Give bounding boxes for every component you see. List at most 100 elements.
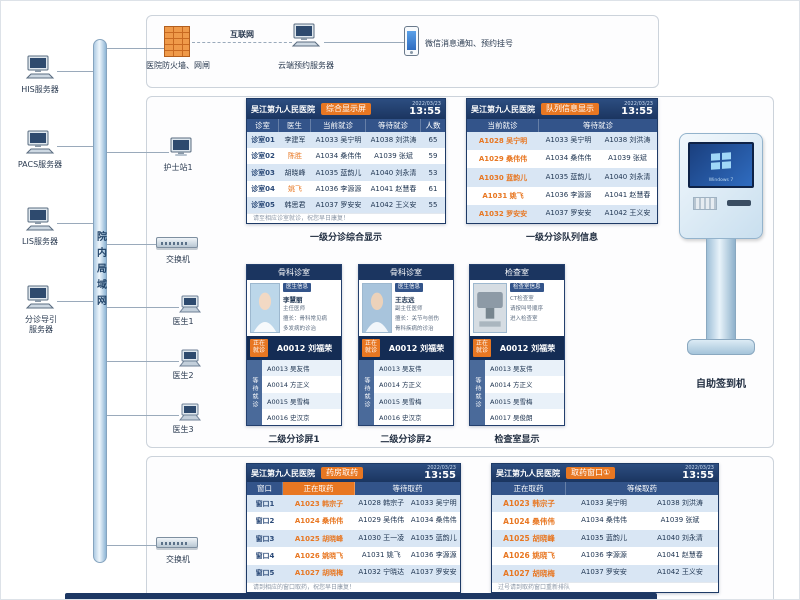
time-text: 13:55: [682, 469, 714, 481]
lan-bus: [93, 39, 107, 563]
pacs-server-icon: [25, 130, 55, 160]
waiting-1: A1028 韩宗子: [358, 498, 405, 507]
kiosk-screen-text: Windows 7: [708, 178, 734, 183]
display-pharmacy: 吴江第九人民医院 药房取药 2022/03/23 13:55 窗口 正在取药 等…: [246, 463, 461, 593]
cell-doctor: 陈胜: [288, 152, 302, 161]
cell-waiting: A1035 蓝韵儿 A1040 刘永清: [539, 172, 657, 184]
wechat-label: 微信消息通知、预约挂号: [425, 39, 513, 48]
waiting-1: A1035 蓝韵儿: [545, 172, 592, 181]
his-server-label: HIS服务器: [21, 85, 59, 94]
cell-current: A1035 蓝韵儿: [315, 168, 362, 177]
firewall-label: 医院防火墙、网闸: [146, 61, 210, 70]
waiting-2: A1038 刘洪涛: [604, 136, 651, 145]
doctor-name: 李慧丽: [283, 295, 303, 304]
equipment-photo: [473, 283, 507, 333]
cell-current: A1024 桑伟伟: [294, 517, 344, 526]
display-badge: 药房取药: [321, 467, 363, 479]
cell-room: 诊室03: [251, 168, 275, 177]
waiting-1: A1031 姚飞: [361, 550, 401, 559]
cell-current: A1030 蓝韵儿: [478, 173, 528, 182]
cell-doctor: 李建军: [284, 136, 306, 145]
caption-queue: 一级分诊队列信息: [525, 233, 598, 243]
connector-line: [107, 545, 159, 546]
waiting-2: A1040 刘永清: [604, 172, 651, 181]
caption-exam-screen: 检查室显示: [494, 435, 540, 445]
col-dispensing: 正在取药: [283, 482, 355, 495]
time-text: 13:55: [424, 469, 456, 481]
lis-server-label: LIS服务器: [22, 237, 58, 246]
column-headers: 正在取药 等候取药: [492, 482, 718, 495]
table-row: 诊室01 李建军 A1033 吴宁明 A1038 刘洪涛 65: [247, 132, 445, 149]
hospital-name: 吴江第九人民医院: [251, 104, 315, 114]
room-header: 骨科诊室: [247, 265, 341, 280]
cell-count: 59: [428, 152, 438, 161]
cloud-server-label: 云端预约服务器: [278, 61, 334, 70]
cell-current: A1028 吴宁明: [478, 137, 528, 146]
connector-line: [57, 146, 93, 147]
waiting-2: A1042 王义安: [657, 568, 703, 577]
column-headers: 当前就诊 等待就诊: [467, 119, 657, 132]
connector-line: [57, 223, 93, 224]
kiosk-screen: Windows 7: [688, 142, 754, 188]
cloud-server-icon: [291, 23, 321, 53]
cell-waiting: A1040 刘永清: [370, 168, 417, 177]
info-heading: 检查室信息: [510, 283, 544, 292]
doctor1-label: 医生1: [172, 317, 194, 326]
waiting-item: A0013 吴友伟: [262, 360, 341, 377]
info-line: 擅长：骨科常见病: [283, 315, 328, 322]
col-waiting: 等待就诊: [366, 119, 421, 132]
datetime: 2022/03/23 13:55: [621, 101, 653, 117]
doctor3-laptop-icon: [177, 403, 203, 427]
doctor1-laptop-icon: [177, 295, 203, 319]
table-body: 诊室01 李建军 A1033 吴宁明 A1038 刘洪涛 65 诊室02 陈胜 …: [247, 132, 445, 213]
column-headers: 窗口 正在取药 等待取药: [247, 482, 460, 495]
cell-current: A1025 胡晓峰: [503, 534, 555, 544]
windows-logo-icon: [711, 152, 731, 170]
date-text: 2022/03/23: [412, 100, 441, 107]
doctor-photo: [362, 283, 392, 333]
cell-current: A1023 韩宗子: [294, 499, 344, 508]
nurse-station-icon: [169, 137, 193, 163]
exam-info: 检查室信息 CT检查室 请按叫号顺序 进入检查室: [470, 280, 564, 336]
connector-line: [107, 244, 159, 245]
cell-current: A1032 罗安安: [478, 209, 528, 218]
connector-line: [107, 307, 179, 308]
connector-line: [57, 301, 93, 302]
waiting-item: A0015 吴雪梅: [262, 392, 341, 409]
col-waiting: 等待就诊: [583, 121, 613, 130]
waiting-2: A1037 罗安安: [410, 568, 457, 577]
connector-line: [107, 415, 179, 416]
info-line: 擅长：关节与创伤: [395, 315, 440, 322]
footer-marquee: 请到相应的窗口取药，祝您早日康复！: [247, 582, 460, 592]
waiting-1: A1032 宁晓达: [358, 568, 405, 577]
firewall-icon: [164, 26, 190, 57]
room-header: 检查室: [470, 265, 564, 280]
info-heading: 医生信息: [283, 283, 312, 292]
col-room: 诊室: [247, 119, 279, 132]
cell-count: 61: [428, 184, 438, 193]
lan-bus-label: 院内局域网: [94, 231, 106, 311]
nurse-station-label: 护士站1: [163, 163, 193, 172]
waiting-2: A1040 刘永清: [657, 533, 703, 542]
table-row: 诊室03 胡晓峰 A1035 蓝韵儿 A1040 刘永清 53: [247, 164, 445, 181]
waiting-item: A0016 史汉京: [267, 413, 310, 422]
cell-waiting: A1042 王义安: [370, 200, 417, 209]
current-patient: A0012 刘福荣: [388, 343, 445, 353]
